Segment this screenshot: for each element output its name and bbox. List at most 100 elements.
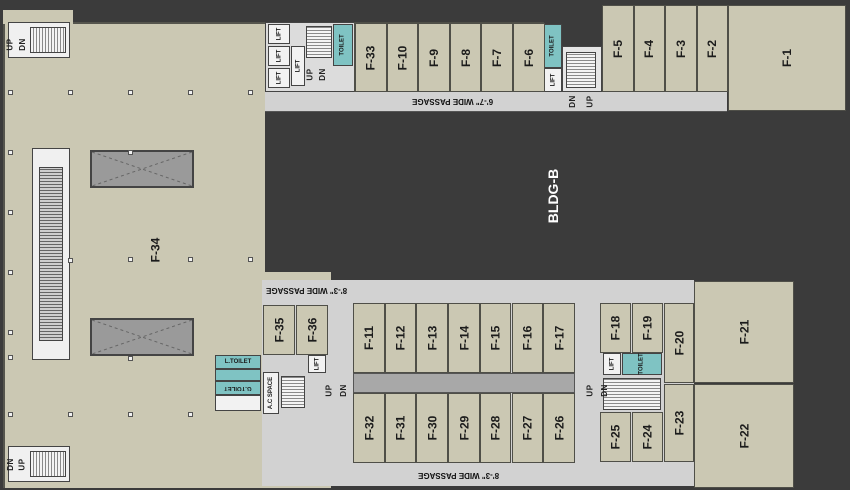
- stair-top-right-up: UP: [585, 95, 595, 108]
- shop-f19[interactable]: F-19: [632, 303, 663, 353]
- toilet-top-right: TOILET: [544, 24, 562, 68]
- shop-f-15[interactable]: F-15: [479, 303, 512, 373]
- stair-top-left-steps: [30, 27, 66, 53]
- shop-f21-label: F-21: [737, 319, 751, 345]
- toilet-lower-g-label: G.TOILET: [224, 385, 252, 391]
- shop-f-29[interactable]: F-29: [448, 393, 480, 463]
- shop-f-7-label: F-7: [490, 48, 505, 67]
- column-11: [68, 412, 73, 417]
- top-passage: [265, 92, 727, 112]
- lift-lower-right-label: LIFT: [608, 357, 615, 371]
- shop-f1-label: F-1: [780, 49, 794, 67]
- shop-f-17[interactable]: F-17: [543, 303, 575, 373]
- column-12: [128, 412, 133, 417]
- stair-bottom-left-steps: [30, 451, 66, 477]
- mid-corridor: [353, 373, 575, 393]
- shop-f-10[interactable]: F-10: [386, 23, 419, 92]
- shop-f-16-label: F-16: [520, 325, 535, 351]
- shop-f35[interactable]: F-35: [263, 305, 295, 355]
- column-5: [8, 150, 13, 155]
- shop-f23-label: F-23: [672, 410, 686, 436]
- lift-top-3-label: LIFT: [275, 71, 282, 85]
- column-10: [8, 412, 13, 417]
- shop-f-14-label: F-14: [456, 325, 471, 351]
- shop-f-26[interactable]: F-26: [543, 393, 575, 463]
- shop-f18[interactable]: F-18: [600, 303, 631, 353]
- stair-top-core-up: UP: [305, 68, 315, 81]
- shop-f-9[interactable]: F-9: [418, 23, 450, 92]
- stair-top-left-up: UP: [5, 38, 15, 51]
- column-13: [188, 412, 193, 417]
- shop-f-6-label: F-6: [521, 48, 536, 67]
- stair-top-left-dn: DN: [17, 38, 27, 51]
- shop-f20[interactable]: F-20: [664, 303, 694, 383]
- shop-f-7[interactable]: F-7: [481, 23, 513, 92]
- shop-f-13[interactable]: F-13: [416, 303, 449, 373]
- shop-f-13-label: F-13: [425, 325, 440, 351]
- shop-f22[interactable]: F-22: [694, 384, 794, 488]
- stair-bottom-left-dn: DN: [5, 458, 15, 471]
- shop-f-26-label: F-26: [552, 415, 567, 441]
- stair-lower-right-dn: DN: [599, 384, 609, 397]
- shop-f-31-label: F-31: [393, 415, 408, 441]
- void-upper: [90, 150, 194, 188]
- shop-f25[interactable]: F-25: [600, 412, 631, 462]
- shop-f-8[interactable]: F-8: [449, 23, 482, 92]
- shop-f34-outline: [3, 22, 265, 488]
- column-9: [8, 355, 13, 360]
- building-b-label: BLDG-B: [545, 168, 562, 224]
- shop-f-30-label: F-30: [425, 415, 440, 441]
- stair-lower-right-up: UP: [585, 384, 595, 397]
- shop-f-12[interactable]: F-12: [384, 303, 417, 373]
- shop-f-9-label: F-9: [426, 48, 441, 67]
- stair-top-core: [306, 26, 332, 58]
- shop-f22-label: F-22: [737, 423, 751, 449]
- shop-f-16[interactable]: F-16: [511, 303, 544, 373]
- stair-top-core-dn: DN: [317, 68, 327, 81]
- shop-f-4[interactable]: F-4: [633, 5, 665, 92]
- shop-f-27[interactable]: F-27: [511, 393, 544, 463]
- column-3: [188, 90, 193, 95]
- toilet-lower-l: L.TOILET: [215, 355, 261, 369]
- shop-f-31[interactable]: F-31: [384, 393, 417, 463]
- shop-f-28-label: F-28: [488, 415, 503, 441]
- shop-f-32[interactable]: F-32: [353, 393, 385, 463]
- lift-top-2-label: LIFT: [275, 49, 282, 63]
- shop-f-3[interactable]: F-3: [665, 5, 697, 92]
- mid-passage-label: 8'-3" WIDE PASSAGE: [266, 286, 348, 295]
- shop-f-30[interactable]: F-30: [416, 393, 449, 463]
- shop-f-11[interactable]: F-11: [353, 303, 385, 373]
- shop-f23[interactable]: F-23: [664, 384, 694, 462]
- shop-f-11-label: F-11: [361, 325, 376, 351]
- shop-f-27-label: F-27: [520, 415, 535, 441]
- toilet-top-left-label: TOILET: [340, 34, 347, 56]
- shop-f-3-label: F-3: [673, 39, 688, 58]
- shop-f-28[interactable]: F-28: [479, 393, 512, 463]
- lift-top-4: LIFT: [291, 46, 305, 86]
- stair-bottom-left-up: UP: [17, 458, 27, 471]
- stair-top-right: [566, 52, 596, 88]
- shop-f-8-label: F-8: [458, 48, 473, 67]
- lift-top-right-label: LIFT: [549, 73, 556, 87]
- shop-f-14[interactable]: F-14: [448, 303, 480, 373]
- shop-f24-label: F-24: [640, 424, 655, 450]
- shop-f-5[interactable]: F-5: [602, 5, 634, 92]
- lower-core: [215, 369, 261, 381]
- toilet-lower-l-label: L.TOILET: [224, 359, 252, 365]
- shop-f-6[interactable]: F-6: [513, 23, 545, 92]
- void-lower-cross: [92, 320, 192, 354]
- shop-f24[interactable]: F-24: [632, 412, 663, 462]
- shop-f36[interactable]: F-36: [296, 305, 328, 355]
- shop-f1[interactable]: F-1: [728, 5, 846, 111]
- shop-f-33[interactable]: F-33: [355, 23, 387, 92]
- shop-f34-label: F-34: [148, 237, 162, 263]
- shop-f-2[interactable]: F-2: [696, 5, 728, 92]
- shop-f21[interactable]: F-21: [694, 281, 794, 383]
- void-upper-cross: [92, 152, 192, 186]
- shop-f-29-label: F-29: [456, 415, 471, 441]
- column-17: [188, 257, 193, 262]
- stair-lower-right: [603, 378, 661, 410]
- column-15: [128, 356, 133, 361]
- shop-f-2-label: F-2: [705, 39, 720, 58]
